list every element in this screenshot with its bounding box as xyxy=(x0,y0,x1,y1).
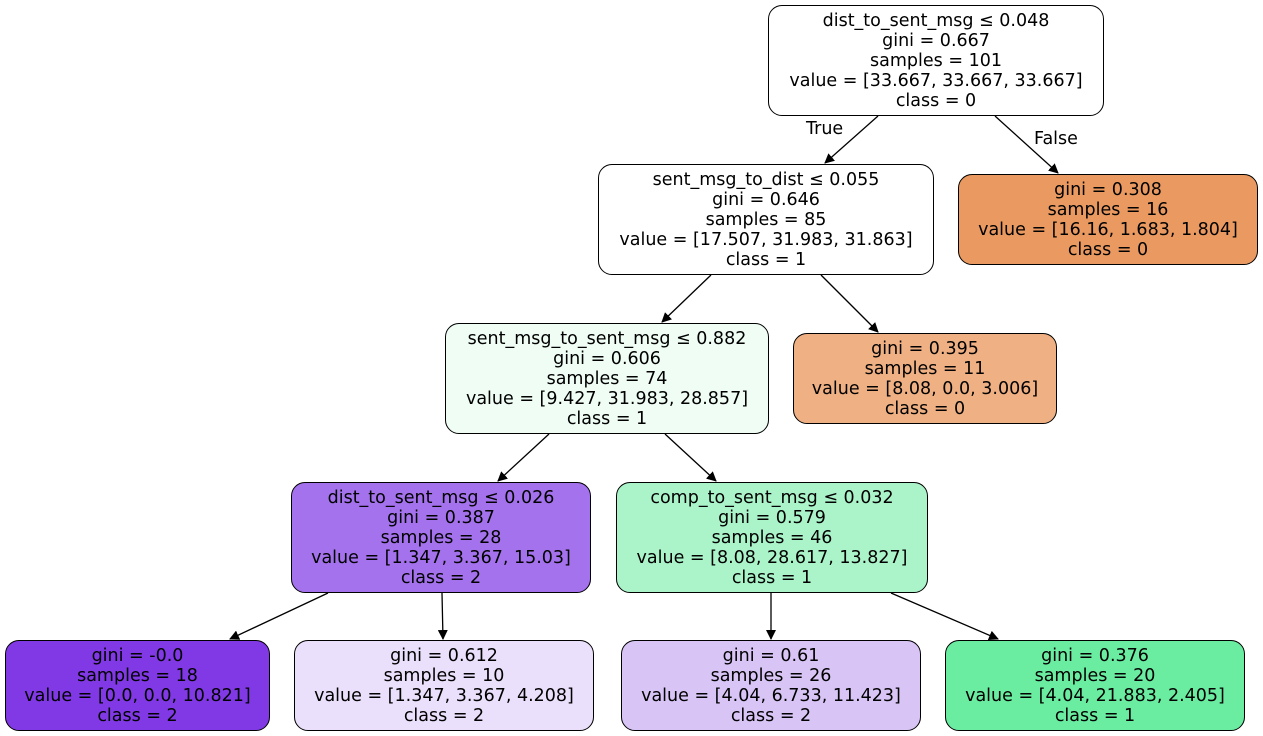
node-split-text: dist_to_sent_msg ≤ 0.048 xyxy=(822,10,1050,31)
node-value-text: value = [4.04, 6.733, 11.423] xyxy=(641,685,901,706)
node-value-text: value = [0.0, 0.0, 10.821] xyxy=(24,685,251,706)
node-gini-text: gini = 0.579 xyxy=(718,507,826,528)
node-class-text: class = 1 xyxy=(731,567,813,588)
node-class-text: class = 1 xyxy=(1054,705,1136,726)
node-samples-text: samples = 20 xyxy=(1034,665,1156,686)
node-class-text: class = 0 xyxy=(884,398,966,419)
node-value-text: value = [8.08, 0.0, 3.006] xyxy=(811,378,1039,399)
node-split-text: comp_to_sent_msg ≤ 0.032 xyxy=(650,487,894,508)
node-samples-text: samples = 46 xyxy=(711,527,833,548)
node-split-text: sent_msg_to_dist ≤ 0.055 xyxy=(652,169,880,190)
node-samples-text: samples = 26 xyxy=(710,665,832,686)
node-gini-text: gini = 0.646 xyxy=(712,189,820,210)
node-value-text: value = [4.04, 21.883, 2.405] xyxy=(965,685,1225,706)
node-gini-text: gini = 0.667 xyxy=(882,30,990,51)
node-samples-text: samples = 11 xyxy=(864,358,986,379)
node-value-text: value = [17.507, 31.983, 31.863] xyxy=(619,229,913,250)
edge-n6-n10 xyxy=(890,592,999,641)
node-samples-text: samples = 85 xyxy=(705,209,827,230)
node-class-text: class = 0 xyxy=(1067,239,1149,260)
edge-label-false: False xyxy=(1034,129,1078,149)
node-class-text: class = 2 xyxy=(97,705,178,726)
edge-n3-n6 xyxy=(664,433,717,482)
node-samples-text: samples = 74 xyxy=(546,368,668,389)
node-value-text: value = [16.16, 1.683, 1.804] xyxy=(978,219,1238,240)
node-class-text: class = 2 xyxy=(730,705,812,726)
node-gini-text: gini = 0.612 xyxy=(390,645,498,666)
node-gini-text: gini = 0.387 xyxy=(387,507,495,528)
node-split-text: dist_to_sent_msg ≤ 0.026 xyxy=(327,487,555,508)
edge-label-true: True xyxy=(806,119,844,139)
node-gini-text: gini = 0.606 xyxy=(553,348,661,369)
node-class-text: class = 1 xyxy=(725,249,807,270)
node-samples-text: samples = 18 xyxy=(77,665,198,686)
node-value-text: value = [9.427, 31.983, 28.857] xyxy=(465,388,749,409)
node-gini-text: gini = 0.376 xyxy=(1041,645,1149,666)
node-value-text: value = [8.08, 28.617, 13.827] xyxy=(636,547,908,568)
node-value-text: value = [1.347, 3.367, 4.208] xyxy=(314,685,574,706)
node-class-text: class = 0 xyxy=(895,90,977,111)
node-gini-text: gini = 0.308 xyxy=(1054,179,1162,200)
node-class-text: class = 1 xyxy=(566,408,648,429)
edge-n3-n5 xyxy=(497,433,550,482)
node-gini-text: gini = 0.395 xyxy=(871,338,979,359)
node-value-text: value = [1.347, 3.367, 15.03] xyxy=(311,547,571,568)
edge-n0-n1 xyxy=(824,115,879,164)
node-value-text: value = [33.667, 33.667, 33.667] xyxy=(789,70,1083,91)
edge-n0-n2 xyxy=(994,115,1059,174)
node-gini-text: gini = 0.61 xyxy=(722,645,820,666)
edge-n1-n3 xyxy=(661,274,712,323)
node-gini-text: gini = -0.0 xyxy=(91,645,184,666)
node-samples-text: samples = 28 xyxy=(380,527,502,548)
node-samples-text: samples = 16 xyxy=(1047,199,1169,220)
edge-n1-n4 xyxy=(820,274,879,333)
node-split-text: sent_msg_to_sent_msg ≤ 0.882 xyxy=(467,328,747,349)
node-class-text: class = 2 xyxy=(400,567,482,588)
node-samples-text: samples = 101 xyxy=(870,50,1002,71)
edge-n5-n8 xyxy=(437,592,448,640)
edge-n5-n7 xyxy=(229,592,329,640)
node-samples-text: samples = 10 xyxy=(383,665,505,686)
node-class-text: class = 2 xyxy=(403,705,485,726)
